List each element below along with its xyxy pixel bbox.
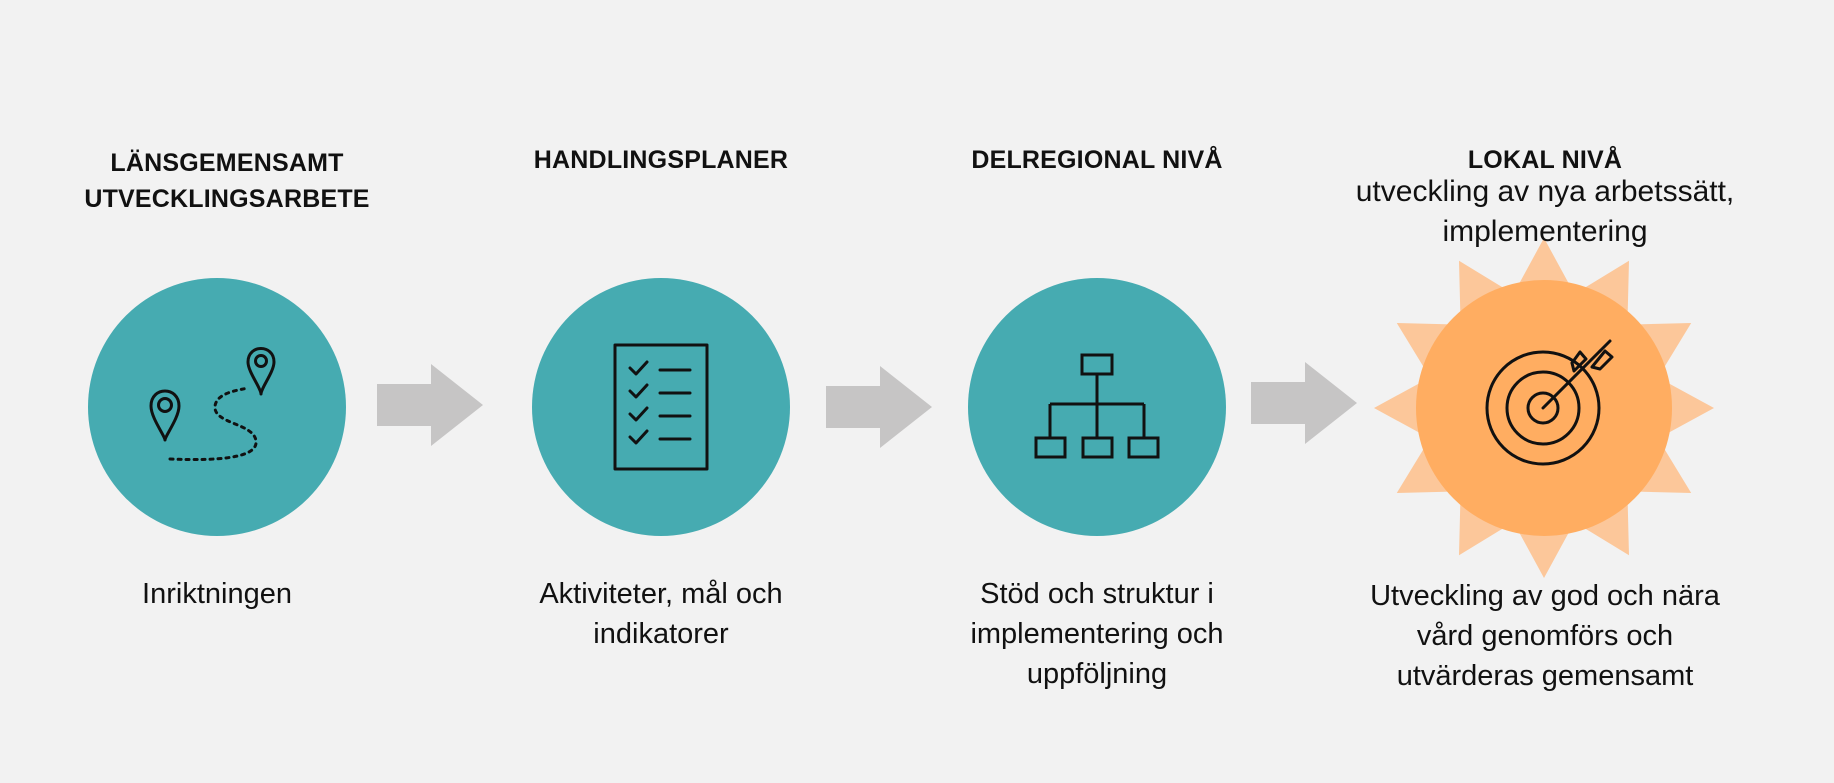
step-3-heading-line1: DELREGIONAL NIVÅ xyxy=(971,146,1223,174)
arrow-1 xyxy=(377,364,483,446)
step-4-subheading-line2: implementering xyxy=(1442,215,1648,248)
step-4-caption-line3: utvärderas gemensamt xyxy=(1396,660,1694,692)
sun-rays xyxy=(1374,238,1714,578)
step-4-caption-line2: vård genomförs och xyxy=(1416,620,1674,652)
step-3-heading: DELREGIONAL NIVÅ xyxy=(917,142,1277,178)
step-4-sun xyxy=(1368,238,1720,590)
arrow-3 xyxy=(1251,362,1357,444)
step-4-subheading: utveckling av nya arbetssätt, implemente… xyxy=(1315,172,1775,252)
step-2-caption-line1: Aktiviteter, mål och xyxy=(539,578,783,610)
step-2-circle xyxy=(532,278,790,536)
step-1-heading-line1: LÄNSGEMENSAMT xyxy=(110,149,344,177)
route-map-pins-icon xyxy=(149,347,276,462)
step-1-heading-line2: UTVECKLINGSARBETE xyxy=(84,185,370,213)
step-2-heading-line1: HANDLINGSPLANER xyxy=(533,146,789,174)
step-3-circle xyxy=(968,278,1226,536)
step-1-circle xyxy=(88,278,346,536)
step-3-caption-line2: implementering och xyxy=(970,618,1224,650)
step-1-caption-line1: Inriktningen xyxy=(142,578,292,610)
step-4-caption: Utveckling av god och nära vård genomför… xyxy=(1325,576,1765,696)
step-1-caption: Inriktningen xyxy=(37,574,397,614)
step-4-heading: LOKAL NIVÅ xyxy=(1365,142,1725,178)
arrow-2 xyxy=(826,366,932,448)
step-3-caption-line1: Stöd och struktur i xyxy=(980,578,1214,610)
step-4-caption-line1: Utveckling av god och nära xyxy=(1370,580,1720,612)
org-chart-icon xyxy=(1034,353,1160,459)
step-4-heading-line1: LOKAL NIVÅ xyxy=(1467,146,1623,174)
step-2-caption-line2: indikatorer xyxy=(593,618,729,650)
step-1-heading: LÄNSGEMENSAMT UTVECKLINGSARBETE xyxy=(47,145,407,217)
step-2-caption: Aktiviteter, mål och indikatorer xyxy=(481,574,841,654)
step-3-caption-line3: uppföljning xyxy=(1026,658,1168,690)
step-4-subheading-line1: utveckling av nya arbetssätt, xyxy=(1355,175,1735,208)
target-arrow-icon xyxy=(1485,339,1614,466)
step-3-caption: Stöd och struktur i implementering och u… xyxy=(917,574,1277,694)
checklist-icon xyxy=(613,343,709,471)
step-2-heading: HANDLINGSPLANER xyxy=(481,142,841,178)
